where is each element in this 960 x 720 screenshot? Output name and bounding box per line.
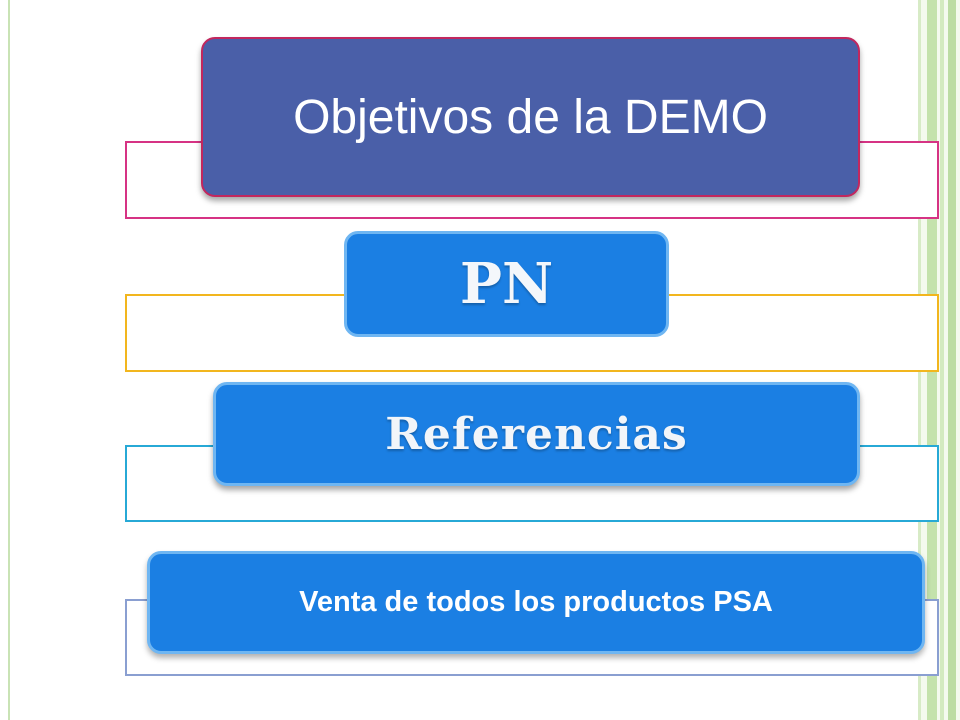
item-label: Objetivos de la DEMO [293,90,768,144]
item-objetivos-demo: Objetivos de la DEMO [201,37,860,197]
item-label: Referencias [385,408,688,460]
item-label: PN [459,251,554,317]
item-pn: PN [344,231,669,337]
left-border-rule [8,0,10,720]
stripe [940,0,944,720]
item-label: Venta de todos los productos PSA [299,586,773,618]
item-venta-productos: Venta de todos los productos PSA [147,551,925,654]
stripe [948,0,956,720]
item-referencias: Referencias [213,382,860,486]
